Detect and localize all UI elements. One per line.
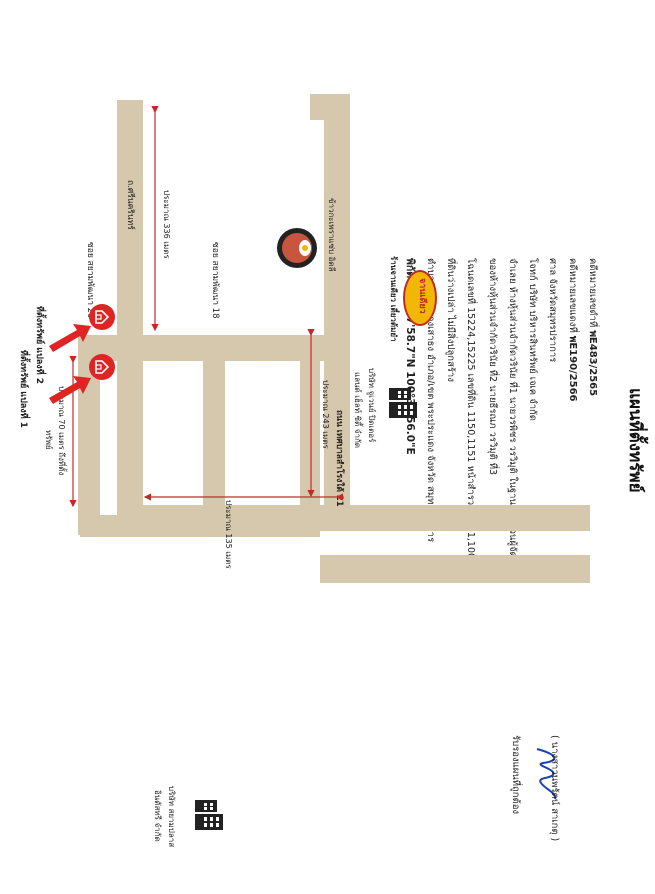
restaurant-logo: จานเดียว [403,270,437,326]
company-1-line-1: บริษัท จูเวนย์ ปิดเตอร์ [367,368,376,443]
property-1-label: ที่ตั้งทรัพย์ แปลงที่ 1 [18,350,28,429]
food-label: ข้าวกะเพราแซ่บ อิดลี [327,198,336,272]
company-1-line-2: แลนด์ เฮ็ลท์ ซิตี้ จำกัด [353,372,362,448]
distance-135: ประมาณ 135 เมตร [224,500,233,569]
company-2-line-1: บริษัท สยามปลาส [167,786,176,848]
property-2-label: ที่ตั้งทรัพย์ แปลงที่ 2 [34,306,44,385]
signature-icon [536,748,557,800]
property-1-marker [89,354,115,380]
house-icon [95,310,110,324]
property-1-arrow-icon [49,376,91,404]
company-2-line-2: อินดัสทรี จำกัด [153,790,162,842]
house-icon [95,360,110,374]
distance-70-line2: ทรัพย์ [44,430,53,450]
company-building-icon [389,388,417,418]
property-2-arrow-icon [49,324,91,352]
food-plate-icon [277,228,317,268]
distance-243: ประมาณ 243 เมตร [321,380,330,449]
restaurant-logo-text: จานเดียว [417,278,427,314]
distance-336: ประมาณ 336 เมตร [162,190,171,259]
certification-label: รับรองแผนที่ถูกต้อง [510,735,521,815]
property-2-marker [89,304,115,330]
company-building-icon [195,800,223,830]
restaurant-label: ร้านจานเดียว เตี๋ยวต้มยำ [389,256,398,342]
certifier-name: ( นางสาวนพรัตน์ สาเกตุ ) [549,735,560,842]
